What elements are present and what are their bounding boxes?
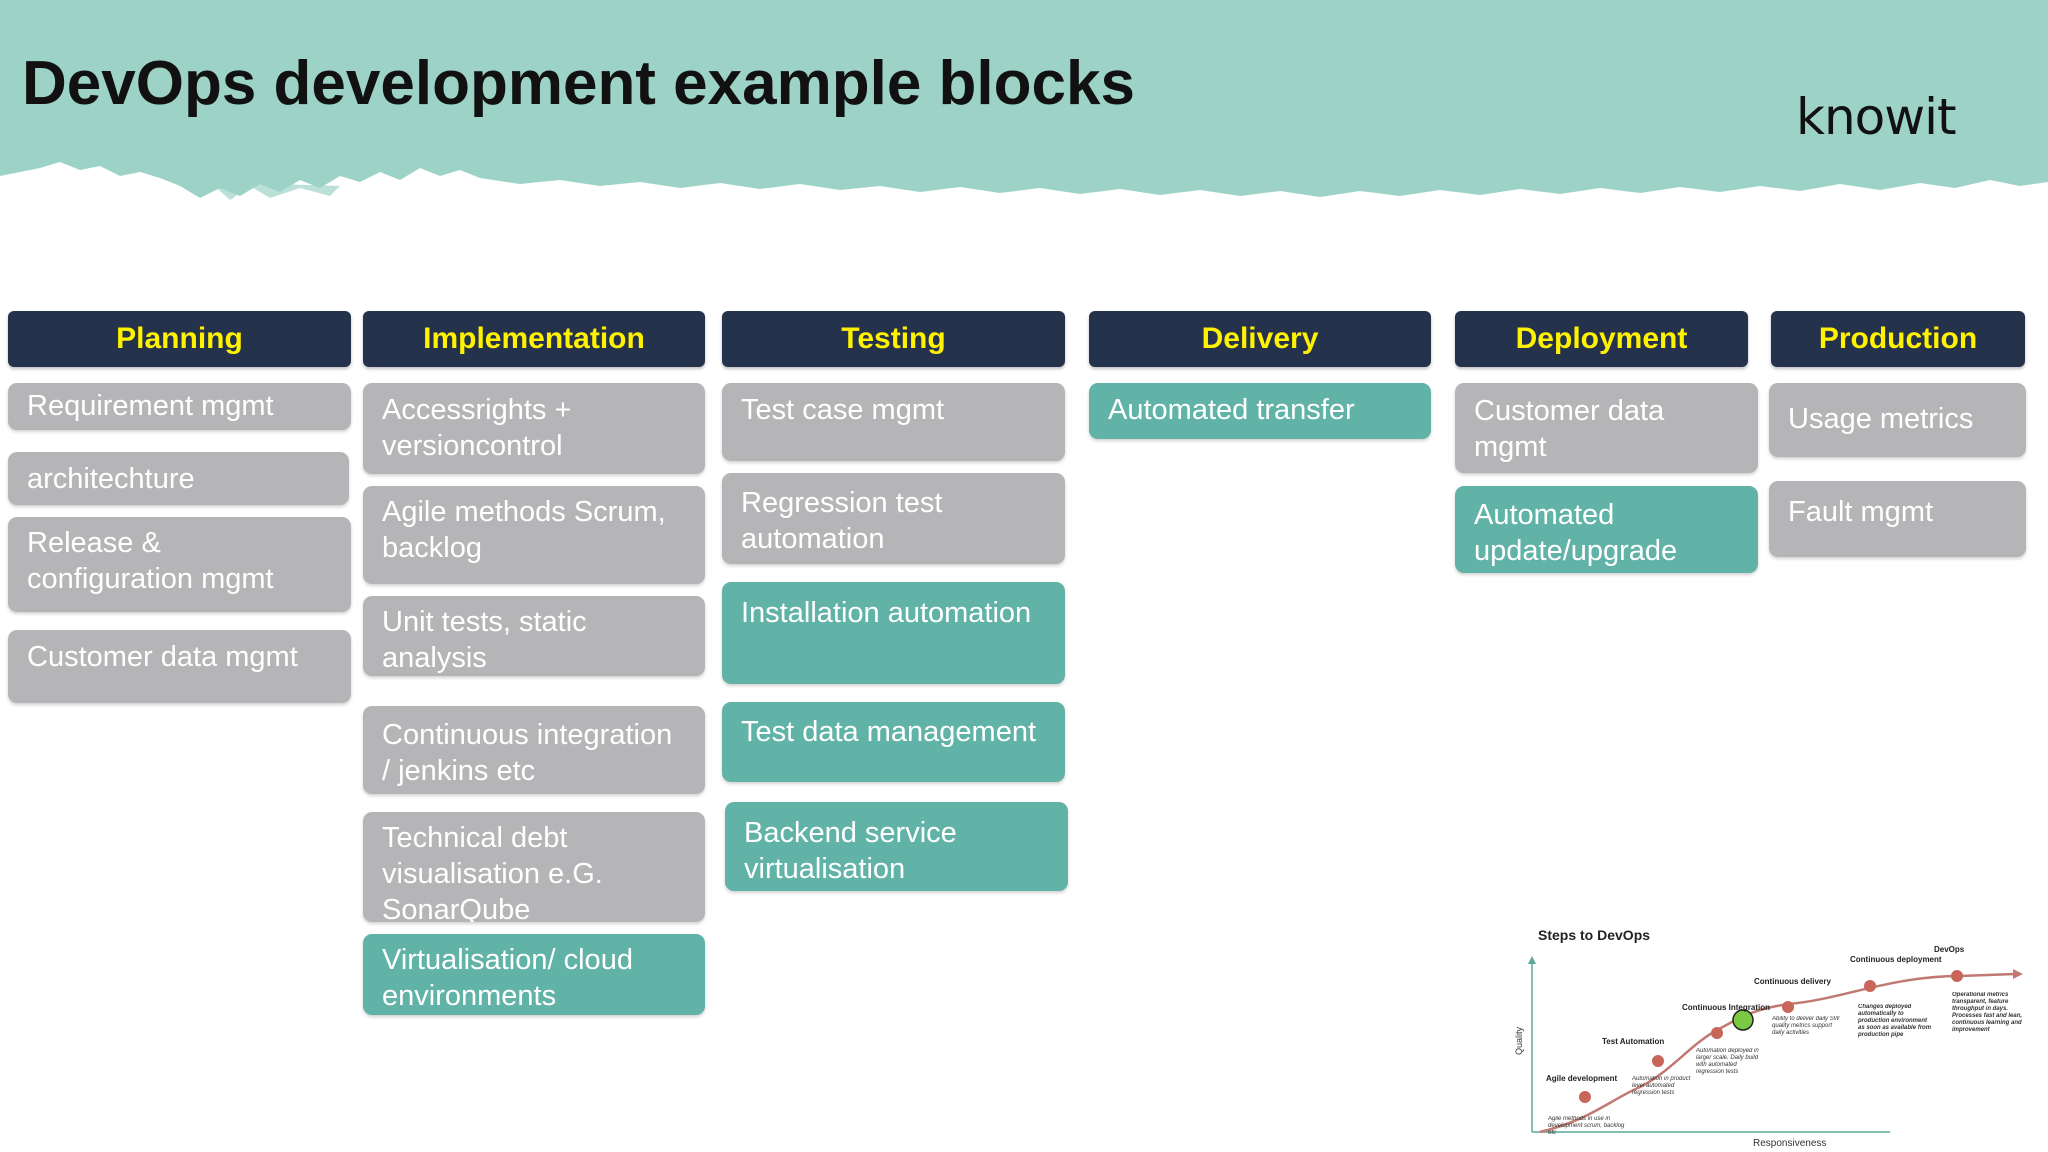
block-installation-automation: Installation automation <box>722 582 1065 684</box>
block-virtualisation-cloud: Virtualisation/ cloud environments <box>363 934 705 1015</box>
stage-label-devops: DevOps <box>1934 945 1965 954</box>
column-header-delivery: Delivery <box>1089 311 1431 367</box>
stage-label-test-automation: Test Automation <box>1602 1037 1664 1046</box>
column-header-deployment: Deployment <box>1455 311 1748 367</box>
stage-note-agile: Agile methods in use in development scru… <box>1548 1116 1625 1136</box>
diagram-x-label: Responsiveness <box>1753 1138 1826 1149</box>
block-usage-metrics: Usage metrics <box>1769 383 2026 457</box>
stage-label-ci: Continuous Integration <box>1682 1003 1770 1012</box>
stage-point-current <box>1732 1009 1754 1031</box>
svg-text:Continuous deployment: Continuous deployment <box>1850 955 1942 964</box>
block-customer-data-mgmt-planning: Customer data mgmt <box>8 630 351 703</box>
stage-note-cdeploy: Changes deployed automatically to produc… <box>1858 1004 1932 1038</box>
stage-note-devops: Operational metrics transparent, feature… <box>1952 992 2023 1033</box>
stage-point-agile <box>1579 1091 1591 1103</box>
block-backend-service-virtualisation: Backend service virtualisation <box>725 802 1068 891</box>
stage-point-cdeploy <box>1864 980 1876 992</box>
block-release-config-mgmt: Release & configuration mgmt <box>8 517 351 612</box>
block-agile-methods: Agile methods Scrum, backlog <box>363 486 705 584</box>
block-fault-mgmt: Fault mgmt <box>1769 481 2026 557</box>
stage-point-ci <box>1711 1027 1723 1039</box>
block-requirement-mgmt: Requirement mgmt <box>8 383 351 430</box>
header-banner <box>0 0 2048 200</box>
svg-text:Continuous Integration: Continuous Integration <box>1682 1003 1770 1012</box>
block-customer-data-mgmt-deployment: Customer data mgmt <box>1455 383 1758 473</box>
stage-note-cd: Ability to deliver daily SW quality metr… <box>1772 1016 1840 1036</box>
block-test-case-mgmt: Test case mgmt <box>722 383 1065 461</box>
slide-title: DevOps development example blocks <box>22 49 1135 118</box>
steps-to-devops-diagram: Steps to DevOps Quality Responsiveness A… <box>1514 927 2023 1149</box>
column-header-planning: Planning <box>8 311 351 367</box>
stage-note-test-automation: Automation in product level automated re… <box>1632 1076 1691 1096</box>
block-continuous-integration: Continuous integration / jenkins etc <box>363 706 705 794</box>
diagram-title: Steps to DevOps <box>1538 927 1650 943</box>
block-automated-update-upgrade: Automated update/upgrade <box>1455 486 1758 573</box>
block-test-data-management: Test data management <box>722 702 1065 782</box>
column-header-implementation: Implementation <box>363 311 705 367</box>
diagram-y-label: Quality <box>1514 1026 1524 1055</box>
svg-text:Continuous delivery: Continuous delivery <box>1754 977 1831 986</box>
block-architecture: architechture <box>8 452 349 505</box>
block-unit-tests: Unit tests, static analysis <box>363 596 705 676</box>
stage-label-agile: Agile development <box>1546 1074 1617 1083</box>
company-logo: knowit <box>1796 88 1957 146</box>
column-header-production: Production <box>1771 311 2025 367</box>
stage-note-ci: Automation deployed in larger scale. Dai… <box>1696 1048 1759 1075</box>
block-automated-transfer: Automated transfer <box>1089 383 1431 439</box>
column-header-testing: Testing <box>722 311 1065 367</box>
stage-label-cd: Continuous delivery <box>1754 977 1831 986</box>
stage-label-cdeploy: Continuous deployment <box>1850 955 1942 964</box>
stage-point-test-automation <box>1652 1055 1664 1067</box>
stage-point-cd <box>1782 1001 1794 1013</box>
stage-point-devops <box>1951 970 1963 982</box>
block-accessrights-versioncontrol: Accessrights + versioncontrol <box>363 383 705 474</box>
block-regression-test-automation: Regression test automation <box>722 473 1065 564</box>
block-technical-debt: Technical debt visualisation e.G. SonarQ… <box>363 812 705 922</box>
